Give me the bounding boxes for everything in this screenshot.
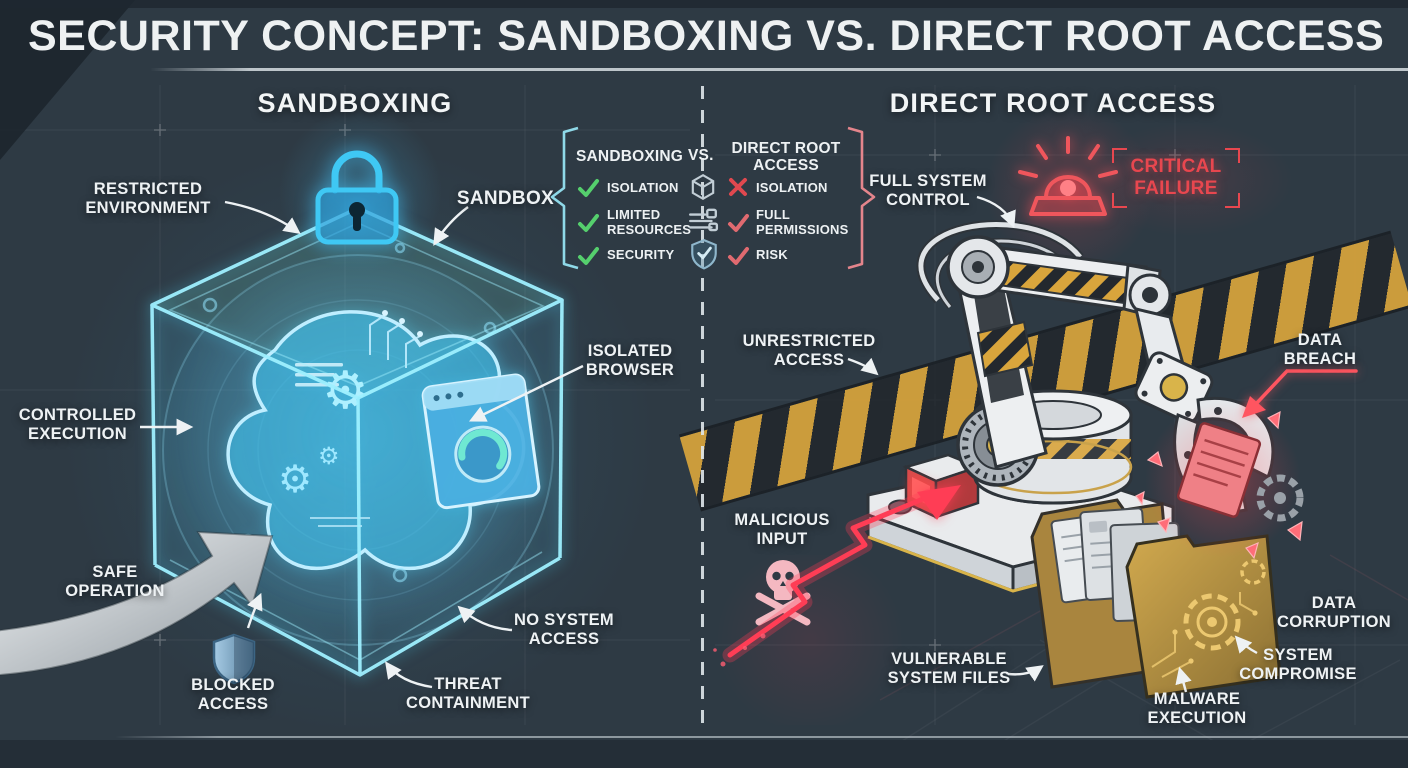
row-isolation-right: ISOLATION: [756, 180, 828, 195]
panel-divider: [701, 86, 704, 726]
critical-failure-frame: CRITICAL FAILURE: [1112, 148, 1240, 208]
restricted-environment-label: RESTRICTED ENVIRONMENT: [85, 180, 211, 218]
data-breach-label: DATA BREACH: [1283, 331, 1357, 369]
check-icon-red: [728, 214, 749, 232]
crushed-document: [1135, 402, 1304, 560]
sandboxing-header: SANDBOXING: [257, 88, 453, 118]
cube-ambient-glow: [60, 160, 660, 740]
malicious-input-arrow: [713, 485, 961, 667]
check-icon: [578, 214, 599, 232]
controlled-execution-label: CONTROLLED EXECUTION: [18, 406, 137, 444]
check-icon: [578, 247, 599, 265]
full-system-control-label: FULL SYSTEM CONTROL: [869, 172, 987, 210]
shield-check-icon: [691, 238, 717, 270]
comparison-right-title: DIRECT ROOT ACCESS: [731, 140, 841, 175]
direct-root-access-header: DIRECT ROOT ACCESS: [889, 88, 1217, 118]
title-underline: [150, 68, 1408, 71]
check-icon: [578, 179, 599, 197]
cube-wireframe: [150, 206, 564, 677]
page-title: SECURITY CONCEPT: SANDBOXING VS. DIRECT …: [28, 12, 1385, 60]
gear-icon: ⚙: [318, 442, 340, 470]
gear-icon: ⚙: [278, 457, 312, 501]
threat-containment-label: THREAT CONTAINMENT: [406, 675, 530, 713]
no-system-access-label: NO SYSTEM ACCESS: [514, 611, 614, 649]
row-resources-left: LIMITED RESOURCES: [607, 207, 692, 237]
gear-icon: ⚙: [322, 361, 369, 421]
skull-icon: [755, 560, 811, 626]
comparison-left-title: SANDBOXING: [576, 148, 684, 165]
data-corruption-label: DATA CORRUPTION: [1277, 594, 1391, 632]
hazard-stripe-band: [678, 230, 1408, 512]
containment-sphere: [162, 254, 554, 646]
safe-operation-label: SAFE OPERATION: [65, 563, 165, 601]
robot-arm-illustration: [866, 219, 1275, 594]
isolated-browser-label: ISOLATED BROWSER: [585, 342, 675, 380]
unrestricted-access-label: UNRESTRICTED ACCESS: [742, 332, 876, 370]
malicious-glow: [705, 555, 915, 725]
system-compromise-label: SYSTEM COMPROMISE: [1239, 646, 1357, 684]
bottom-rule: [115, 736, 1408, 738]
safe-operation-arrow: [0, 530, 274, 676]
check-icon-red: [728, 247, 749, 265]
lock-icon: [315, 150, 399, 245]
sandboxed-process-blob: ⚙ ⚙ ⚙: [226, 310, 526, 570]
comparison-vs: VS.: [688, 147, 714, 164]
blocked-access-label: BLOCKED ACCESS: [191, 676, 275, 714]
lock-glow: [278, 108, 443, 273]
malicious-input-label: MALICIOUS INPUT: [734, 511, 830, 549]
isolated-browser-icon: [421, 373, 541, 510]
malware-execution-label: MALWARE EXECUTION: [1147, 690, 1247, 728]
vulnerable-system-files-label: VULNERABLE SYSTEM FILES: [887, 650, 1011, 688]
row-risk-right: RISK: [756, 247, 788, 262]
row-security-left: SECURITY: [607, 247, 675, 262]
critical-failure-label: CRITICAL FAILURE: [1130, 156, 1222, 200]
row-permissions-right: FULL PERMISSIONS: [756, 207, 849, 237]
sandbox-label: SANDBOX: [456, 188, 554, 209]
data-breach-arrow: [1242, 369, 1358, 418]
access-button: [902, 453, 982, 519]
siren-icon: [1018, 136, 1118, 216]
row-isolation-left: ISOLATION: [607, 180, 679, 195]
x-icon: [729, 178, 747, 196]
